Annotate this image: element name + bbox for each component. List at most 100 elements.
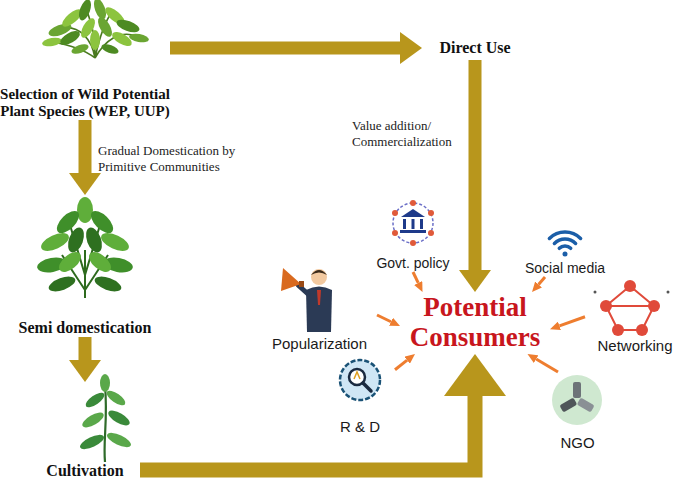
edge-label: Value addition/ Commercialization — [352, 118, 472, 151]
node-text: Cultivation — [46, 462, 123, 480]
person-head — [392, 230, 398, 236]
bush-leaf — [86, 248, 115, 275]
node-text: Social media — [525, 260, 605, 277]
plant-leaf — [58, 28, 82, 48]
person-head — [311, 269, 327, 285]
influence-arrow — [377, 315, 391, 322]
seedling-leaf — [83, 390, 106, 410]
actor-node: Govt. policy — [368, 200, 458, 272]
node-text: Govt. policy — [376, 255, 449, 272]
target-node: Potential Consumers — [400, 292, 550, 354]
node-text: Selection of Wild Potential Plant Specie… — [0, 86, 170, 121]
research-icon — [340, 360, 380, 400]
seedling-leaf — [100, 374, 110, 392]
seedling-leaf — [106, 408, 132, 429]
actor-node: Social media — [515, 215, 615, 277]
wild-plant-illustration — [41, 0, 149, 58]
flow-arrow — [140, 396, 475, 470]
plant-leaf — [115, 17, 141, 35]
stage-node: Selection of Wild Potential Plant Specie… — [0, 0, 170, 120]
bush-leaf — [56, 248, 85, 275]
bush-leaf — [65, 225, 87, 254]
bush-leaf — [98, 229, 131, 254]
person-hair — [311, 270, 327, 275]
ngo-icon — [552, 375, 602, 425]
wifi-arc — [554, 239, 575, 243]
network-person — [636, 324, 648, 336]
flow-arrow — [469, 60, 482, 270]
bush-leaf — [77, 197, 93, 223]
influence-arrow — [413, 272, 418, 283]
magnifier-handle — [363, 383, 371, 391]
bank-column — [420, 219, 423, 229]
government-icon — [392, 200, 434, 246]
flow-arrow — [79, 337, 92, 360]
icon-circle — [340, 360, 380, 400]
seedling-leaf — [80, 410, 106, 431]
node-text: Networking — [597, 337, 672, 355]
network-person — [648, 300, 660, 312]
influence-arrow — [559, 317, 585, 326]
network-person — [612, 324, 624, 336]
wifi-dot — [563, 252, 568, 257]
network-person — [624, 280, 636, 292]
node-text: Popularization — [272, 335, 367, 353]
node-text: R & D — [340, 418, 380, 436]
person-head — [410, 240, 416, 246]
node-text: Semi domestication — [19, 319, 152, 337]
plant-leaf — [110, 29, 134, 49]
network-link — [606, 286, 654, 330]
icon-circle — [552, 375, 602, 425]
person-head — [392, 210, 398, 216]
network-dot — [594, 291, 597, 294]
plant-leaf — [41, 36, 62, 47]
bank-base — [400, 230, 426, 233]
bank-column — [412, 219, 415, 229]
stage-node: Direct Use — [425, 36, 525, 60]
influence-arrow — [395, 360, 407, 370]
wifi-arc — [549, 232, 580, 238]
ngo-shape — [577, 398, 595, 413]
stage-node: Semi domestication — [0, 195, 170, 337]
bush-leaf — [93, 274, 123, 295]
plant-leaf — [100, 42, 120, 56]
wifi-icon — [549, 232, 580, 257]
bush-leaf — [38, 229, 71, 254]
influence-arrow — [536, 359, 558, 372]
megaphone-handle — [299, 281, 304, 287]
ngo-shape — [573, 382, 581, 398]
influence-arrow — [539, 277, 545, 284]
node-text: Direct Use — [439, 39, 510, 57]
node-text: NGO — [560, 434, 594, 452]
wifi-arc — [559, 246, 570, 248]
bush-illustration — [36, 197, 134, 298]
person-head — [428, 210, 434, 216]
plant-leaf — [70, 42, 90, 56]
bush-leaf — [83, 225, 105, 254]
stage-node: Cultivation — [30, 382, 140, 480]
node-text: Potential Consumers — [400, 293, 550, 352]
seedling-leaf — [78, 432, 106, 452]
person-head — [428, 230, 434, 236]
megaphone — [281, 268, 301, 291]
seedling-illustration — [78, 374, 133, 462]
person-head — [410, 200, 416, 206]
plant-leaf — [90, 30, 100, 50]
flow-arrow — [79, 120, 92, 173]
bulb-mark — [354, 372, 360, 379]
seedling-leaf — [105, 430, 133, 450]
icon-ring — [393, 203, 433, 243]
actor-node: NGO — [545, 372, 610, 452]
actor-node: Popularization — [262, 258, 377, 353]
bush-leaf — [47, 274, 77, 295]
ngo-shape — [559, 398, 577, 413]
network-icon — [594, 280, 670, 336]
bank-column — [403, 219, 406, 229]
flow-arrow — [170, 42, 400, 55]
actor-node: Networking — [585, 270, 685, 355]
megaphone-person-icon — [281, 268, 332, 332]
seedling-leaf — [104, 388, 127, 408]
bank-roof — [401, 209, 425, 217]
